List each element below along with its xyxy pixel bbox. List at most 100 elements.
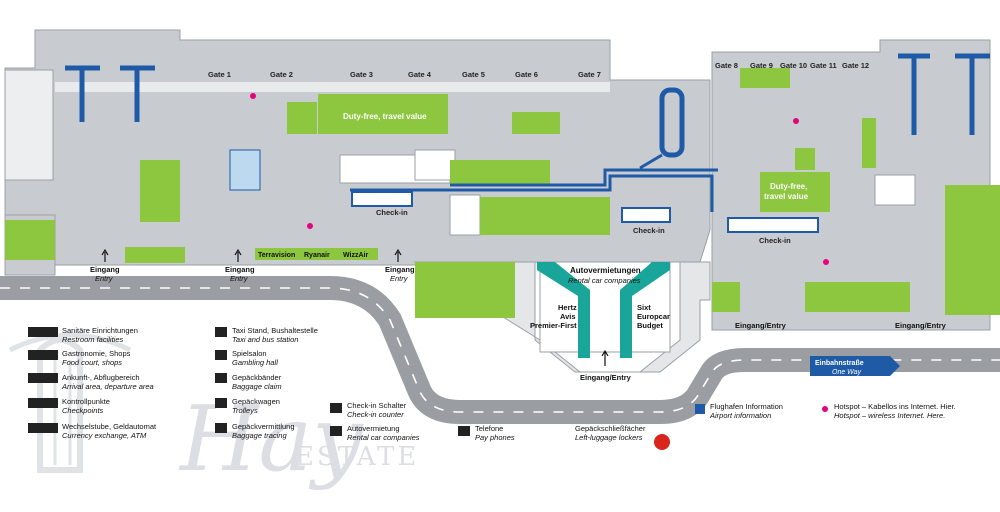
dutyfree-label: Duty-free, travel value	[343, 112, 427, 121]
hotspot-markers	[250, 93, 829, 265]
legend-label: Gastronomie, Shops	[62, 349, 131, 358]
legend-label: Spielsalon	[232, 349, 267, 358]
gate-label: Gate 2	[270, 70, 293, 79]
rental-label-en: Rental car companies	[568, 276, 641, 285]
legend-label-en: Hotspot – wireless Internet. Here.	[834, 411, 945, 420]
gambling-icon	[215, 350, 227, 360]
checkin-label: Check-in	[759, 236, 791, 245]
legend-label-en: Trolleys	[232, 406, 258, 415]
gate-labels-right: Gate 8 Gate 9 Gate 10 Gate 11 Gate 12	[715, 61, 869, 70]
baggage-tracing-icon	[215, 423, 227, 433]
checkin-label: Check-in	[376, 208, 408, 217]
dutyfree-label: Duty-free,	[770, 182, 807, 191]
walkway	[350, 153, 718, 212]
entrance-label: Eingang/Entry	[735, 321, 787, 330]
gate-label: Gate 1	[208, 70, 231, 79]
gate-label: Gate 9	[750, 61, 773, 70]
gate-label: Gate 8	[715, 61, 738, 70]
entrance-label: Eingang	[385, 265, 415, 274]
trolley-icon	[215, 398, 227, 408]
gate-label: Gate 12	[842, 61, 869, 70]
legend-label-en: Rental car companies	[347, 433, 420, 442]
legend-label-en: Restroom facilities	[62, 335, 124, 344]
legend-label-en: Left-luggage lockers	[575, 433, 643, 442]
legend-col-4: Telefone Pay phones	[458, 424, 515, 442]
taxi-bus-icon	[215, 327, 227, 337]
oneway-sign: Einbahnstraße One Way	[810, 356, 900, 376]
entrance-label-en: Entry	[390, 274, 409, 283]
rental-company: Premier-First	[530, 321, 577, 330]
watermark-text: ESTATE	[295, 442, 419, 472]
lockers-icon	[654, 434, 670, 450]
gate-label: Gate 5	[462, 70, 485, 79]
legend-label-en: Check-in counter	[347, 410, 404, 419]
rental-company: Europcar	[637, 312, 670, 321]
entrance-label-en: Entry	[95, 274, 114, 283]
restroom-icon	[28, 327, 58, 337]
legend-label-en: Baggage claim	[232, 382, 282, 391]
rental-corridor	[537, 262, 670, 358]
legend-label-en: Arrival area, departure area	[61, 382, 154, 391]
legend-label-en: Food court, shops	[62, 358, 122, 367]
legend-label-en: Currency exchange, ATM	[62, 431, 147, 440]
gate-label: Gate 4	[408, 70, 432, 79]
checkin-counters	[229, 149, 819, 233]
rental-company: Budget	[637, 321, 663, 330]
rental-label: Autovermietungen	[570, 266, 641, 275]
legend-label-en: Airport information	[709, 411, 771, 420]
legend-label: Gepäckwagen	[232, 397, 280, 406]
oneway-label-en: One Way	[832, 369, 862, 376]
legend-label-en: Baggage tracing	[232, 431, 287, 440]
rental-company: Hertz	[558, 303, 577, 312]
entrances: Eingang Entry Eingang Entry Eingang Entr…	[90, 248, 947, 382]
legend-label: Ankunft-, Abflugbereich	[62, 373, 140, 382]
rental-company: Avis	[560, 312, 576, 321]
legend-label: Sanitäre Einrichtungen	[62, 326, 138, 335]
gate-labels-left: Gate 1 Gate 2 Gate 3 Gate 4 Gate 5 Gate …	[208, 70, 601, 79]
entrance-label: Eingang	[90, 265, 120, 274]
entrance-label: Eingang	[225, 265, 255, 274]
legend-col-6: Flughafen Information Airport informatio…	[695, 402, 783, 420]
entrance-label-en: Entry	[230, 274, 249, 283]
gate-label: Gate 7	[578, 70, 601, 79]
legend-col-5: Gepäckschließfächer Left-luggage lockers	[575, 424, 670, 450]
gate-label: Gate 10	[780, 61, 807, 70]
dutyfree-label: travel value	[764, 192, 809, 201]
rental-company: Sixt	[637, 303, 651, 312]
entrance-label: Eingang/Entry	[580, 373, 632, 382]
atm-icon	[28, 423, 58, 433]
food-shop-icon	[28, 350, 58, 360]
legend-col-1: Sanitäre Einrichtungen Restroom faciliti…	[28, 326, 157, 440]
airline-label: Ryanair	[304, 252, 330, 259]
legend-label-en: Pay phones	[475, 433, 515, 442]
oneway-label: Einbahnstraße	[815, 360, 864, 367]
rental-labels: Autovermietungen Rental car companies He…	[530, 266, 670, 330]
entrance-label: Eingang/Entry	[895, 321, 947, 330]
baggage-claim-icon	[215, 373, 227, 383]
legend-label: Gepäckbänder	[232, 373, 282, 382]
arrival-departure-icon	[28, 373, 58, 383]
legend-label: Gepäckvermittlung	[232, 422, 295, 431]
checkin-counter-icon	[330, 403, 342, 413]
legend-label-en: Gambling hall	[232, 358, 278, 367]
phone-icon	[458, 426, 470, 436]
info-icon	[695, 404, 705, 414]
legend-label: Kontrollpunkte	[62, 397, 110, 406]
legend-label: Wechselstube, Geldautomat	[62, 422, 157, 431]
gate-label: Gate 6	[515, 70, 538, 79]
jet-bridges	[65, 53, 990, 158]
airline-desks: Terravision Ryanair WizzAir	[255, 248, 378, 260]
rental-car-icon	[330, 426, 342, 436]
legend-label: Hotspot – Kabellos ins Internet. Hier.	[834, 402, 956, 411]
airline-label: WizzAir	[343, 252, 368, 259]
airline-label: Terravision	[258, 252, 295, 259]
legend-label: Telefone	[475, 424, 503, 433]
checkin-label: Check-in	[633, 226, 665, 235]
legend-label: Taxi Stand, Bushaltestelle	[232, 326, 318, 335]
legend-col-7: Hotspot – Kabellos ins Internet. Hier. H…	[822, 402, 956, 420]
shops	[5, 68, 1000, 318]
legend-label: Flughafen Information	[710, 402, 783, 411]
legend-col-3: Check-in Schalter Check-in counter Autov…	[330, 401, 420, 442]
checkpoint-icon	[28, 398, 58, 408]
